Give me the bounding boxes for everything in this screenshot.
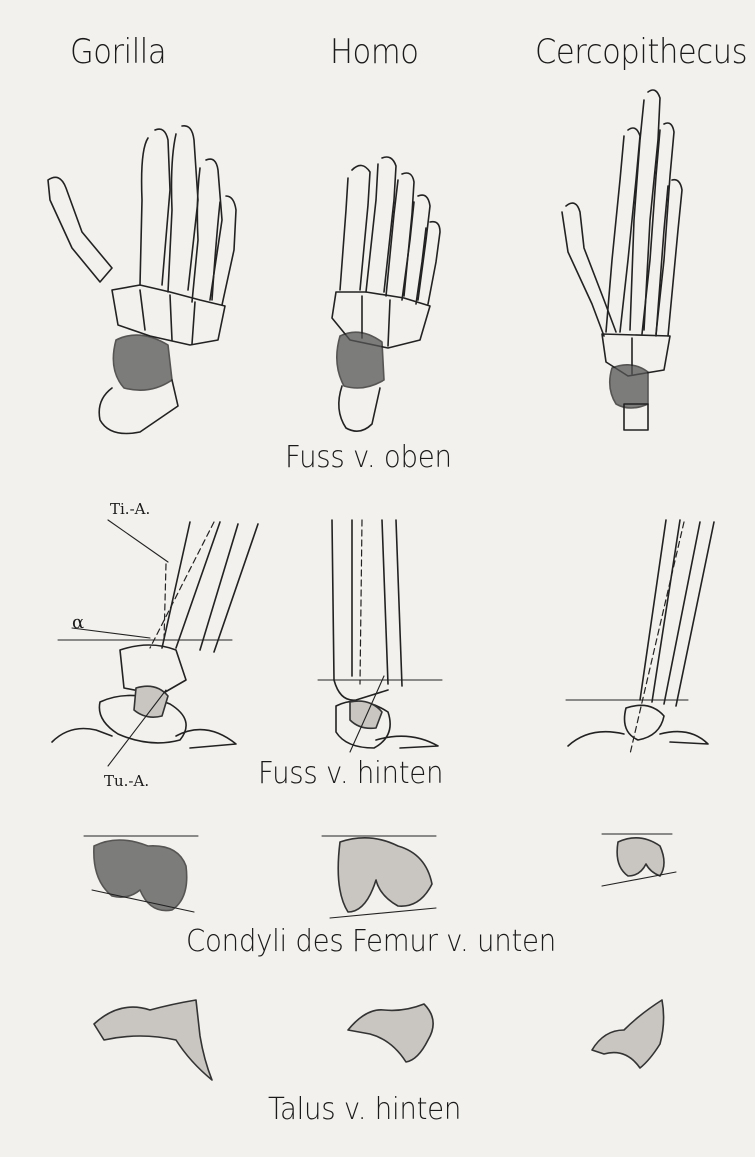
gorilla-foot-back	[52, 520, 258, 766]
label-talus: Talus v. hinten	[268, 1092, 461, 1127]
cercopithecus-condyli	[602, 834, 676, 886]
cercopithecus-foot-back	[566, 520, 714, 754]
homo-foot-top	[332, 157, 440, 431]
annotation-tibia-axis: Ti.-A.	[110, 500, 150, 518]
cercopithecus-talus	[592, 1000, 664, 1068]
annotation-alpha: α	[72, 612, 84, 633]
homo-talus	[348, 1004, 433, 1062]
gorilla-talus	[94, 1000, 212, 1080]
label-foot-back: Fuss v. hinten	[258, 756, 443, 791]
label-condyli: Condyli des Femur v. unten	[186, 924, 556, 959]
cercopithecus-foot-top	[562, 90, 682, 430]
homo-foot-back	[318, 520, 442, 752]
annotation-tuber-axis: Tu.-A.	[104, 772, 149, 790]
homo-condyli	[322, 836, 436, 918]
gorilla-foot-top	[48, 126, 236, 434]
label-foot-top: Fuss v. oben	[285, 440, 452, 475]
gorilla-condyli	[84, 836, 198, 912]
